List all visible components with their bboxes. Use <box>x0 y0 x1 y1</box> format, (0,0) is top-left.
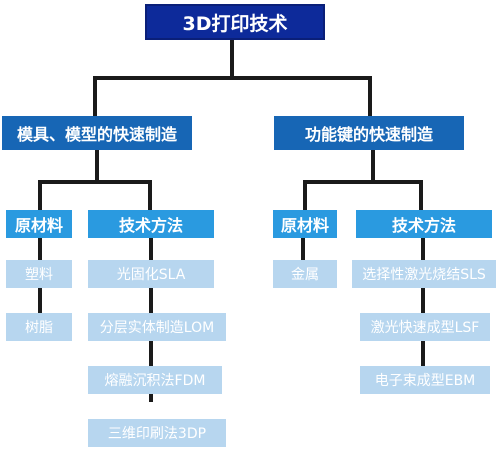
method-sls: 选择性激光烧结SLS <box>352 260 496 288</box>
method-fdm: 熔融沉积法FDM <box>88 366 222 394</box>
material-metal: 金属 <box>273 260 337 288</box>
branch-node-mold-model: 模具、模型的快速制造 <box>2 116 192 150</box>
right-materials-node: 原材料 <box>273 210 337 238</box>
method-sla: 光固化SLA <box>88 260 214 288</box>
right-methods-node: 技术方法 <box>356 210 492 238</box>
method-lsf: 激光快速成型LSF <box>360 313 490 341</box>
method-lom: 分层实体制造LOM <box>88 313 226 341</box>
left-materials-node: 原材料 <box>6 210 72 238</box>
material-resin: 树脂 <box>6 313 72 341</box>
method-3dp: 三维印刷法3DP <box>88 419 226 447</box>
material-plastic: 塑料 <box>6 260 72 288</box>
branch-node-functional-part: 功能键的快速制造 <box>274 116 464 150</box>
method-ebm: 电子束成型EBM <box>360 366 490 394</box>
left-methods-node: 技术方法 <box>88 210 214 238</box>
root-node: 3D打印技术 <box>145 4 325 40</box>
